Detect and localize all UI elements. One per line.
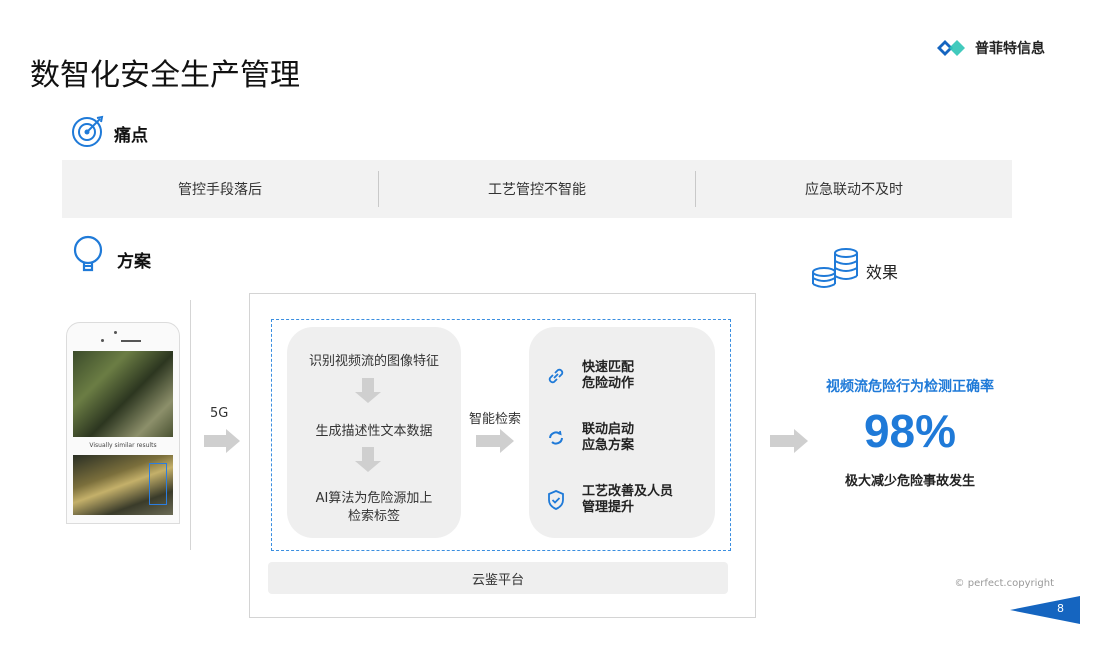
step-text: 生成描述性文本数据 [315, 424, 433, 439]
arrow-right-icon [204, 429, 240, 453]
effect-value: 98% [863, 405, 957, 457]
action-item: 工艺改善及人员 管理提升 [544, 484, 673, 516]
pain-points-bar: 管控手段落后 工艺管控不智能 应急联动不及时 [62, 160, 1012, 218]
pain-item: 应急联动不及时 [805, 182, 903, 198]
step-text: AI算法为危险源加上 检索标签 [315, 491, 433, 524]
5g-label: 5G [210, 406, 229, 421]
brand-logo: 普菲特信息 [935, 38, 1045, 58]
arrow-down-icon [355, 378, 381, 403]
slide-title: 数智化安全生产管理 [30, 58, 300, 93]
database-icon [808, 246, 862, 294]
effect-label: 效果 [866, 263, 899, 282]
plan-label: 方案 [117, 252, 151, 272]
phone-screenshot: Visually similar results [66, 322, 180, 524]
link-icon [548, 368, 564, 384]
divider [190, 300, 191, 550]
arrow-right-icon [476, 429, 514, 453]
target-icon [70, 114, 106, 152]
divider [695, 171, 696, 207]
platform-name: 云鉴平台 [268, 562, 728, 594]
pain-item: 管控手段落后 [178, 182, 262, 198]
logo-mark-icon [937, 40, 965, 56]
page-number: 8 [1057, 602, 1064, 615]
page-number-flag: 8 [1010, 596, 1080, 624]
pain-label: 痛点 [114, 126, 148, 146]
logo-text: 普菲特信息 [975, 41, 1045, 57]
steps-panel [287, 327, 461, 538]
step-text: 识别视频流的图像特征 [308, 354, 439, 369]
action-item: 联动启动 应急方案 [544, 422, 634, 454]
result-image [73, 455, 173, 515]
phone-top [67, 323, 179, 351]
action-text: 快速匹配 危险动作 [582, 360, 635, 391]
search-label: 智能检索 [469, 412, 522, 427]
sync-icon [549, 430, 563, 445]
arrow-down-icon [355, 447, 381, 472]
action-text: 联动启动 应急方案 [582, 422, 635, 453]
conveyor-image [73, 351, 173, 437]
arrow-right-icon [770, 429, 808, 453]
process-area [271, 319, 731, 551]
shield-check-icon [548, 490, 564, 510]
effect-headline: 视频流危险行为检测正确率 [826, 379, 994, 395]
copyright-text: © perfect.copyright [954, 578, 1054, 589]
lightbulb-icon [72, 234, 106, 280]
divider [378, 171, 379, 207]
effect-subtitle: 极大减少危险事故发生 [844, 474, 975, 489]
similar-results-label: Visually similar results [89, 442, 157, 449]
action-text: 工艺改善及人员 管理提升 [582, 484, 674, 515]
pain-item: 工艺管控不智能 [488, 182, 586, 198]
action-item: 快速匹配 危险动作 [544, 360, 634, 392]
